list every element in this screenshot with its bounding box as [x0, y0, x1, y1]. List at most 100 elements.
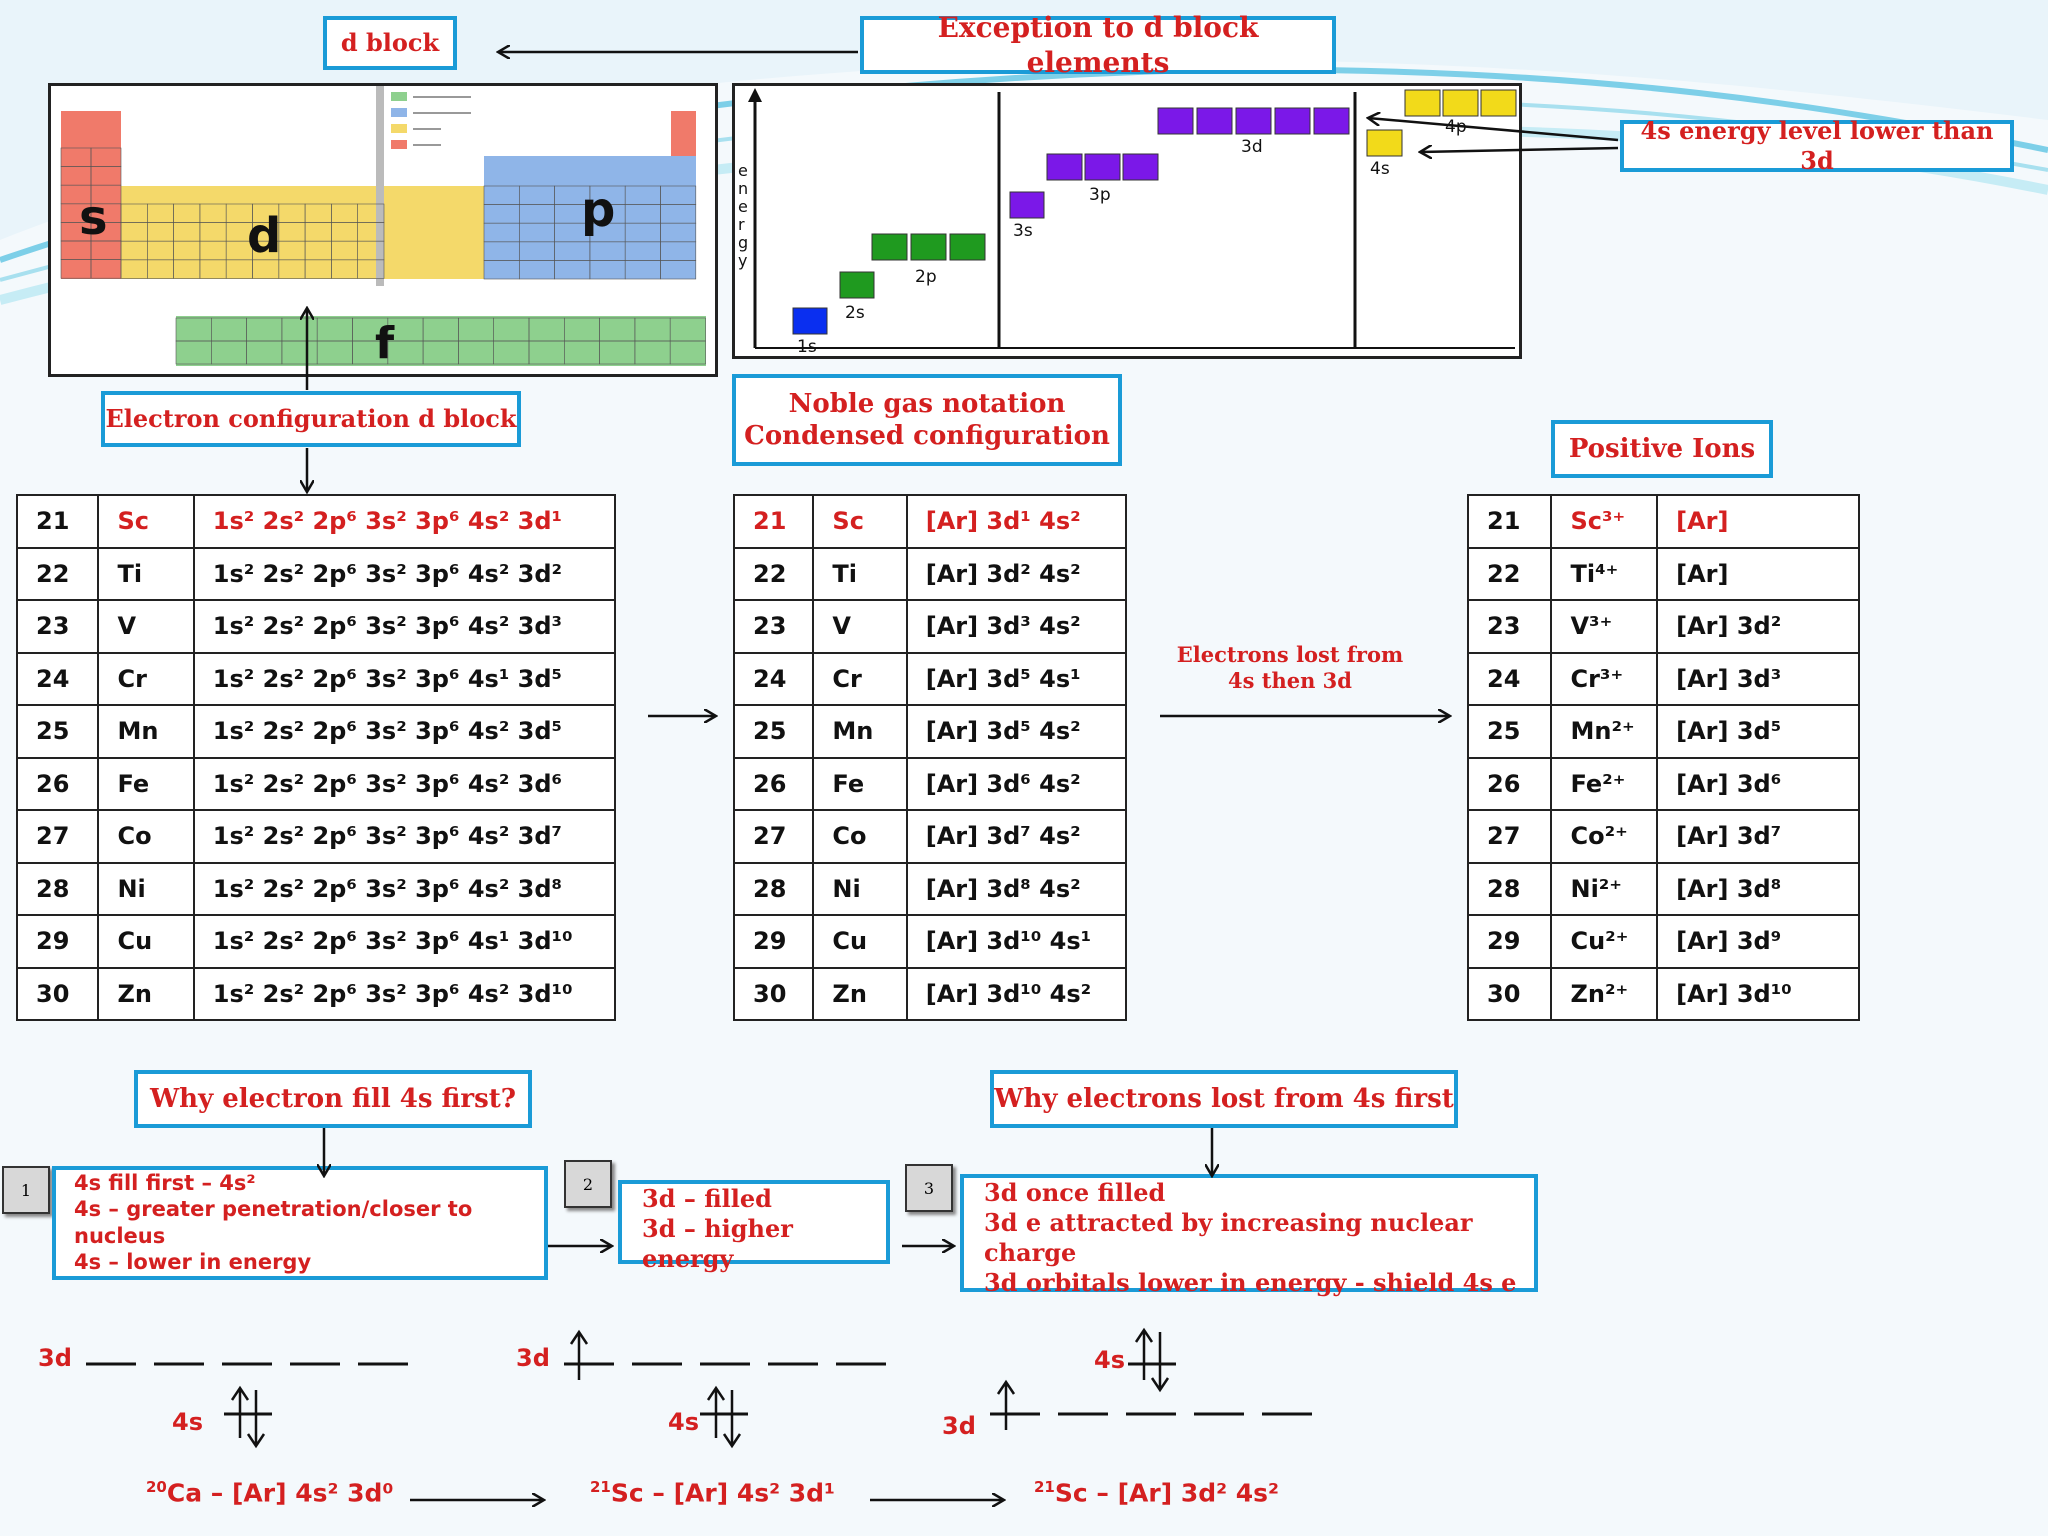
configuration-cell: [Ar] 3d⁸ 4s² [905, 861, 1128, 916]
atomic-number-cell: 29 [1466, 914, 1553, 969]
element-cell: Ti [812, 546, 908, 601]
svg-text:g: g [738, 233, 748, 252]
configuration-cell: [Ar] 3d³ 4s² [905, 599, 1128, 654]
step-3-box: 3d once filled 3d e attracted by increas… [960, 1174, 1538, 1297]
positive-ions-title: Positive Ions [1551, 420, 1773, 478]
element-cell: Fe²⁺ [1550, 756, 1659, 811]
orbital-2p: 2p [871, 233, 986, 287]
energy-axis-arrow-icon [748, 88, 762, 102]
label-2s: 2s [845, 303, 865, 323]
step-2-line-2: 3d – higher energy [642, 1214, 793, 1273]
atomic-number-cell: 21 [1466, 494, 1553, 549]
element-cell [660, 260, 697, 280]
step-3-line-1: 3d once filled [984, 1178, 1166, 1207]
f-block-letter: f [375, 318, 395, 369]
caption-ca-text: Ca – [Ar] 4s² 3d⁰ [166, 1478, 394, 1508]
configuration-cell: 1s² 2s² 2p⁶ 3s² 3p⁶ 4s² 3d¹ [192, 494, 617, 549]
configuration-cell: [Ar] 3d⁵ 4s² [905, 704, 1128, 759]
noble-gas-line1: Noble gas notation [788, 388, 1066, 419]
element-cell: Ni²⁺ [1550, 861, 1659, 916]
label-4p: 4p [1445, 117, 1467, 137]
step-number-1: 1 [2, 1166, 50, 1214]
configuration-cell: 1s² 2s² 2p⁶ 3s² 3p⁶ 4s² 3d⁸ [192, 861, 617, 916]
step-3-line-3: 3d orbitals lower in energy - shield 4s … [984, 1268, 1517, 1297]
p-block-region [384, 111, 696, 279]
configuration-cell: 1s² 2s² 2p⁶ 3s² 3p⁶ 4s² 3d¹⁰ [192, 966, 617, 1021]
element-cell: Cr [812, 651, 908, 706]
caption-sc-1: 21Sc – [Ar] 4s² 3d¹ [590, 1478, 835, 1507]
configuration-cell: [Ar] 3d¹⁰ 4s¹ [905, 914, 1128, 969]
svg-text:e: e [738, 197, 748, 216]
configuration-cell: 1s² 2s² 2p⁶ 3s² 3p⁶ 4s² 3d⁷ [192, 809, 617, 864]
step-number-3: 3 [905, 1164, 953, 1212]
atomic-number-cell: 21 [732, 494, 815, 549]
caption-sc-2-atomic-number: 21 [1034, 1478, 1055, 1496]
atomic-number-cell: 22 [15, 546, 100, 601]
orbital-3d: 3d [1157, 107, 1350, 157]
periodic-table-image: s d p f [48, 83, 718, 377]
configuration-cell: 1s² 2s² 2p⁶ 3s² 3p⁶ 4s¹ 3d¹⁰ [192, 914, 617, 969]
step-1-line-2: 4s – greater penetration/closer to nucle… [74, 1197, 473, 1248]
element-cell: V [97, 599, 195, 654]
exception-title: Exception to d block elements [860, 11, 1336, 79]
atomic-number-cell: 29 [732, 914, 815, 969]
electrons-lost-note: Electrons lost from 4s then 3d [1160, 636, 1420, 700]
atomic-number-cell: 26 [15, 756, 100, 811]
element-cell: Ni [97, 861, 195, 916]
label-2p: 2p [915, 267, 937, 287]
element-cell: Co [812, 809, 908, 864]
atomic-number-cell: 27 [732, 809, 815, 864]
label-1s: 1s [797, 337, 817, 356]
svg-text:y: y [738, 251, 747, 270]
element-cell: Zn [97, 966, 195, 1021]
configuration-cell: [Ar] 3d¹⁰ 4s² [905, 966, 1128, 1021]
label-3d: 3d [1241, 137, 1263, 157]
svg-text:r: r [738, 215, 745, 234]
caption-sc-2: 21Sc – [Ar] 3d² 4s² [1034, 1478, 1279, 1507]
energy-axis-label: energy [738, 161, 748, 270]
atomic-number-cell: 22 [1466, 546, 1553, 601]
element-cell: Cu [812, 914, 908, 969]
legend-swatches [391, 92, 471, 149]
configuration-cell: [Ar] 3d⁵ 4s¹ [905, 651, 1128, 706]
configuration-cell: [Ar] 3d⁷ [1656, 809, 1860, 864]
step-1-line-3: 4s – lower in energy [74, 1249, 312, 1274]
configuration-cell: 1s² 2s² 2p⁶ 3s² 3p⁶ 4s² 3d⁵ [192, 704, 617, 759]
atomic-number-cell: 28 [15, 861, 100, 916]
diagram-3-3d-label: 3d [942, 1412, 976, 1440]
element-cell [357, 259, 385, 279]
why-lost-4s-title: Why electrons lost from 4s first [990, 1070, 1458, 1128]
element-cell: V³⁺ [1550, 599, 1659, 654]
svg-text:n: n [738, 179, 748, 198]
s-block-letter: s [79, 190, 108, 246]
d-block-region [121, 186, 376, 279]
energy-level-note: 4s energy level lower than 3d [1620, 116, 2014, 175]
atomic-number-cell: 30 [732, 966, 815, 1021]
atomic-number-cell: 27 [15, 809, 100, 864]
caption-sc-2-text: Sc – [Ar] 3d² 4s² [1054, 1478, 1280, 1508]
configuration-cell: 1s² 2s² 2p⁶ 3s² 3p⁶ 4s¹ 3d⁵ [192, 651, 617, 706]
element-cell: Fe [812, 756, 908, 811]
element-cell: Ti⁴⁺ [1550, 546, 1659, 601]
configuration-cell: [Ar] 3d¹ 4s² [905, 494, 1128, 549]
orbital-3s: 3s [1009, 191, 1045, 241]
element-cell: Ni [812, 861, 908, 916]
diagram-1-3d-label: 3d [38, 1344, 72, 1372]
